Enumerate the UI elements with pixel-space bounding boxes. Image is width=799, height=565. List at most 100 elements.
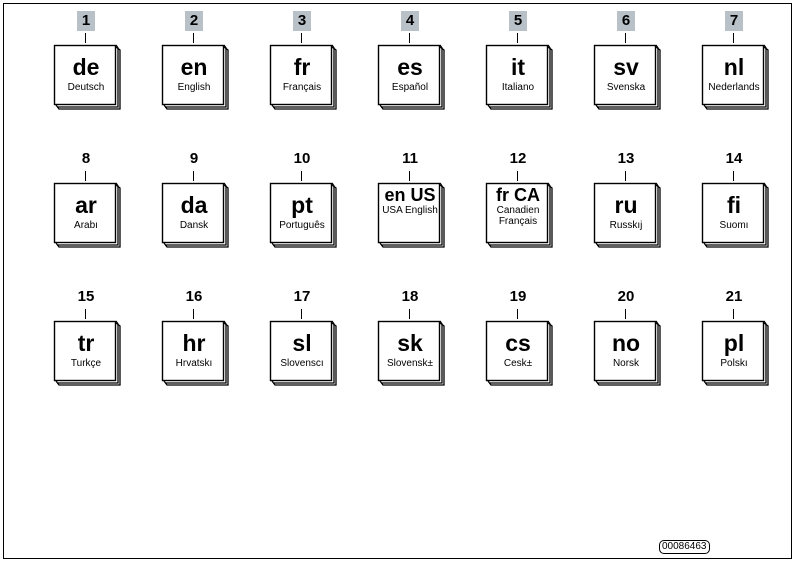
language-name: Español bbox=[391, 82, 429, 93]
language-name: Polskı bbox=[720, 358, 748, 369]
language-name: Canadien Français bbox=[496, 205, 540, 227]
language-code: en US bbox=[384, 185, 436, 205]
leader-line bbox=[733, 171, 734, 181]
item-number: 13 bbox=[594, 149, 658, 169]
language-name: Italiano bbox=[501, 82, 535, 93]
book-outline bbox=[485, 182, 553, 248]
leader-line bbox=[625, 309, 626, 319]
book-outline bbox=[269, 44, 337, 110]
item-number: 15 bbox=[54, 287, 118, 307]
item-number: 19 bbox=[486, 287, 550, 307]
language-code: fi bbox=[726, 192, 742, 218]
item-number-label: 15 bbox=[77, 288, 95, 305]
book-outline bbox=[161, 182, 229, 248]
language-code: es bbox=[397, 54, 423, 80]
leader-line bbox=[517, 171, 518, 181]
language-name: Svenska bbox=[606, 82, 646, 93]
language-code: hr bbox=[182, 330, 206, 356]
item-number: 1 bbox=[54, 11, 118, 31]
item-number-label: 7 bbox=[725, 11, 743, 31]
book-outline bbox=[53, 44, 121, 110]
language-name: Dansk bbox=[179, 220, 209, 231]
language-code: de bbox=[72, 54, 100, 80]
item-number-label: 17 bbox=[293, 288, 311, 305]
language-name: Nederlands bbox=[708, 82, 760, 93]
item-number-label: 1 bbox=[77, 11, 95, 31]
book-outline bbox=[53, 320, 121, 386]
leader-line bbox=[85, 309, 86, 319]
book-outline bbox=[269, 320, 337, 386]
leader-line bbox=[625, 33, 626, 43]
item-number: 7 bbox=[702, 11, 766, 31]
book-outline bbox=[593, 44, 661, 110]
book-outline bbox=[377, 44, 445, 110]
language-code: sk bbox=[397, 330, 423, 356]
leader-line bbox=[301, 33, 302, 43]
item-number-label: 14 bbox=[725, 150, 743, 167]
leader-line bbox=[625, 171, 626, 181]
leader-line bbox=[409, 309, 410, 319]
book-outline bbox=[53, 182, 121, 248]
language-name: USA English bbox=[382, 205, 438, 216]
book-outline bbox=[701, 182, 769, 248]
language-name: Arabı bbox=[74, 220, 98, 231]
book-outline bbox=[485, 44, 553, 110]
language-code: sv bbox=[613, 54, 639, 80]
language-code: sl bbox=[292, 330, 312, 356]
leader-line bbox=[733, 33, 734, 43]
item-number: 3 bbox=[270, 11, 334, 31]
language-name: Turkçe bbox=[70, 358, 102, 369]
language-code: fr bbox=[293, 54, 311, 80]
item-number: 17 bbox=[270, 287, 334, 307]
item-number-label: 3 bbox=[293, 11, 311, 31]
item-number-label: 12 bbox=[509, 150, 527, 167]
book-outline bbox=[701, 44, 769, 110]
item-number-label: 16 bbox=[185, 288, 203, 305]
language-name: Português bbox=[279, 220, 325, 231]
item-number: 5 bbox=[486, 11, 550, 31]
book-outline bbox=[161, 44, 229, 110]
language-name: Hrvatskı bbox=[175, 358, 213, 369]
leader-line bbox=[85, 33, 86, 43]
item-number: 6 bbox=[594, 11, 658, 31]
leader-line bbox=[409, 33, 410, 43]
leader-line bbox=[193, 309, 194, 319]
book-outline bbox=[485, 320, 553, 386]
book-outline bbox=[161, 320, 229, 386]
language-code: nl bbox=[723, 54, 745, 80]
language-name: Suomı bbox=[719, 220, 749, 231]
item-number: 9 bbox=[162, 149, 226, 169]
language-name: Norsk bbox=[612, 358, 640, 369]
